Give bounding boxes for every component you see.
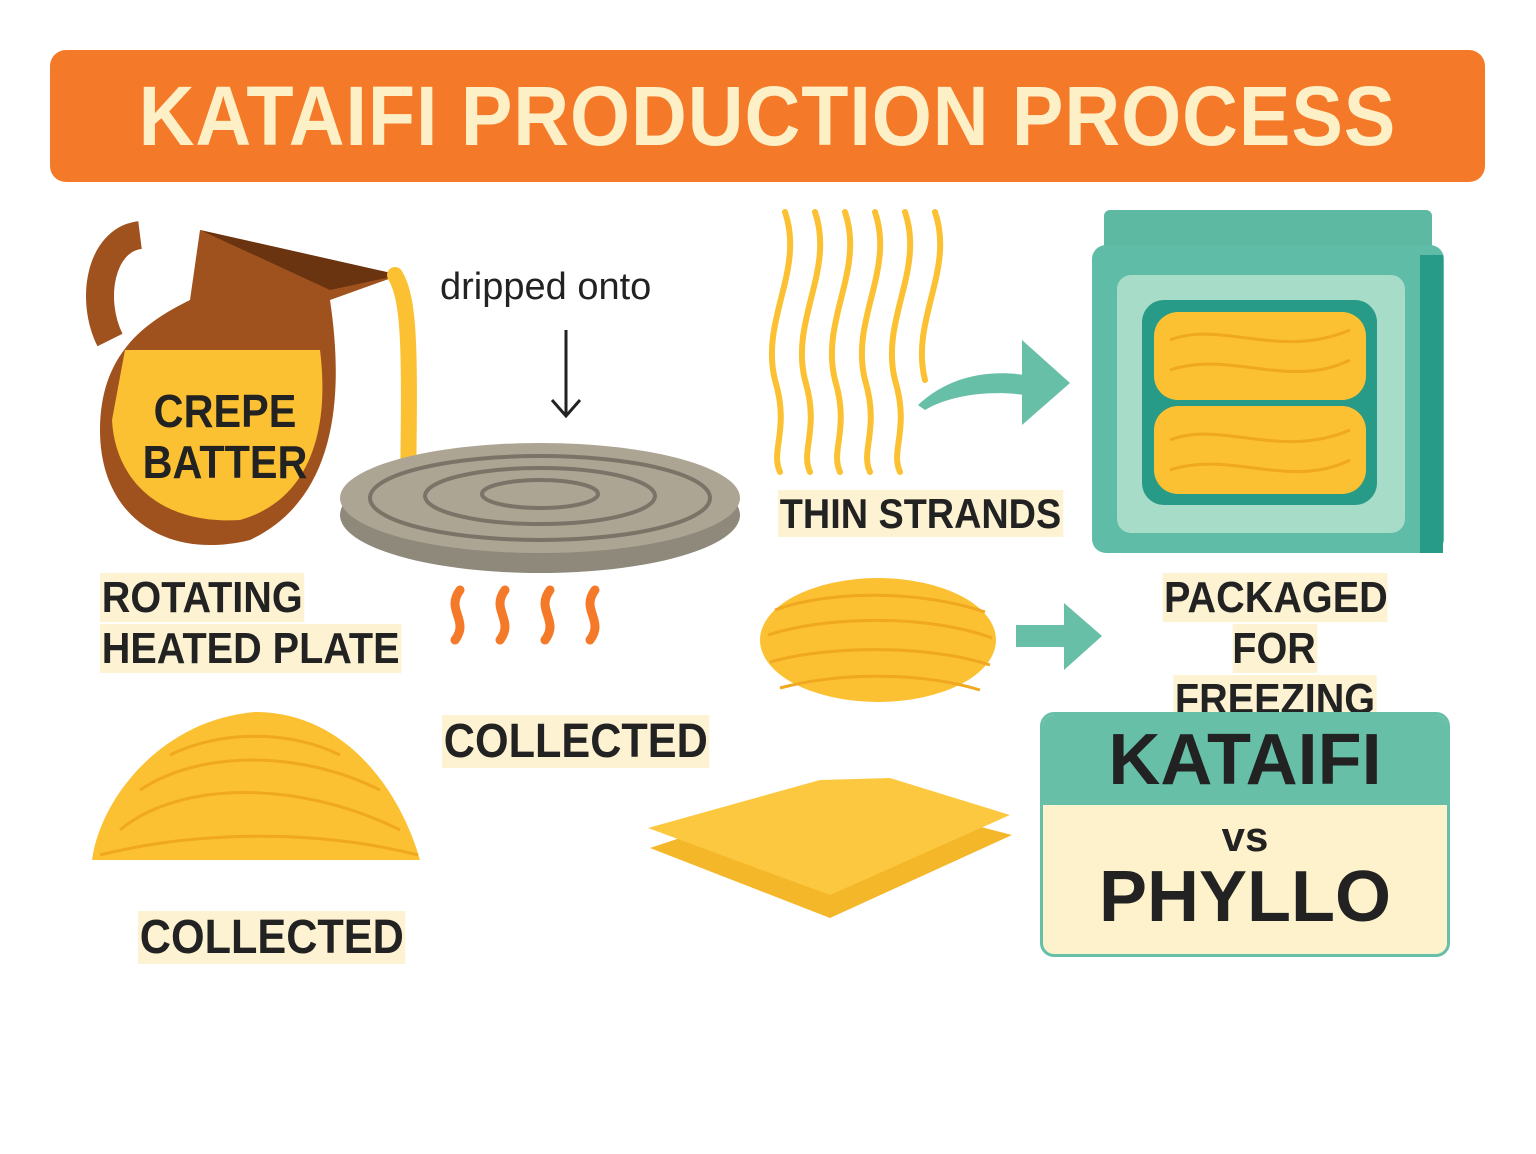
phyllo-sheets-icon <box>648 778 1012 918</box>
kataifi-nest-icon <box>760 578 996 702</box>
comparison-bottom: PHYLLO <box>1098 857 1391 937</box>
collected-label-1: COLLECTED <box>442 715 710 768</box>
kataifi-pile-icon <box>92 712 420 860</box>
package-label-line: PACKAGED FOR <box>1162 573 1388 673</box>
curved-arrow-icon <box>918 340 1070 425</box>
thin-strands-icon <box>768 209 944 475</box>
comparison-top: KATAIFI <box>1043 715 1447 805</box>
arrow-right-icon <box>1016 603 1102 670</box>
collected-text: COLLECTED <box>442 715 710 768</box>
title-banner: KATAIFI PRODUCTION PROCESS <box>50 50 1485 182</box>
pitcher-label: CREPE BATTER <box>122 386 329 488</box>
plate-label-line: ROTATING <box>100 573 305 622</box>
heated-plate-icon <box>340 443 740 573</box>
thin-strands-text: THIN STRANDS <box>778 490 1064 537</box>
collected-label-2: COLLECTED <box>138 911 406 964</box>
collected-text: COLLECTED <box>138 911 406 964</box>
pitcher-label-line: BATTER <box>142 436 308 488</box>
package-icon <box>1092 210 1444 553</box>
comparison-box: KATAIFI vs PHYLLO <box>1040 712 1450 957</box>
arrow-down-icon <box>550 330 582 419</box>
thin-strands-label: THIN STRANDS <box>778 488 1064 539</box>
comparison-vs: vs <box>1221 813 1269 860</box>
plate-label: ROTATING HEATED PLATE <box>100 572 402 674</box>
plate-label-line: HEATED PLATE <box>100 624 402 673</box>
pitcher-label-line: CREPE <box>153 385 297 437</box>
package-label: PACKAGED FOR FREEZING <box>1118 572 1433 725</box>
heat-flames-icon <box>450 585 600 645</box>
dripped-onto-label: dripped onto <box>440 266 652 308</box>
page-title: KATAIFI PRODUCTION PROCESS <box>138 68 1397 163</box>
